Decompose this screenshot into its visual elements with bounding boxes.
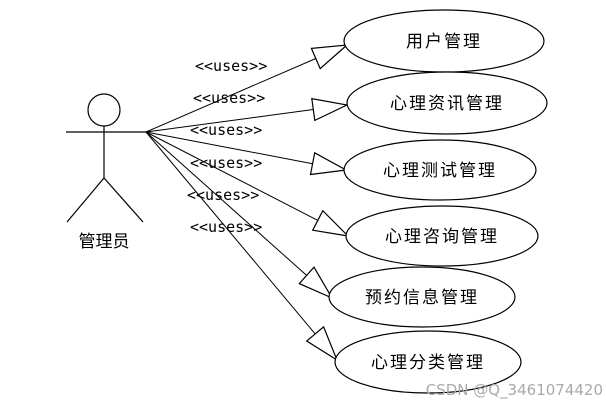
watermark: CSDN @Q_3461074420 xyxy=(426,381,603,400)
stereotype-label: <<uses>> xyxy=(187,186,259,204)
actor-figure xyxy=(66,93,146,223)
association-line-test-mgmt xyxy=(145,131,313,165)
arrowhead-category-mgmt xyxy=(305,325,339,362)
associations xyxy=(145,44,350,362)
use-case-label-user-mgmt: 用户管理 xyxy=(406,32,482,52)
arrowhead-info-mgmt xyxy=(311,97,349,122)
use-case-label-consult-mgmt: 心理咨询管理 xyxy=(385,227,499,247)
stereotype-labels: <<uses>> <<uses>> <<uses>> <<uses>> <<uses>>… xyxy=(187,57,267,236)
association-line-consult-mgmt xyxy=(145,131,319,221)
arrowhead-consult-mgmt xyxy=(311,209,350,237)
stereotype-label: <<uses>> xyxy=(190,218,262,236)
use-case-ellipse-info-mgmt[interactable] xyxy=(346,71,548,135)
actor-right-leg xyxy=(103,177,144,223)
arrowhead-booking-mgmt xyxy=(298,266,334,300)
use-case-label-booking-mgmt: 预约信息管理 xyxy=(365,288,479,308)
stereotype-label: <<uses>> xyxy=(193,89,265,107)
use-case-ellipse-test-mgmt[interactable] xyxy=(343,139,537,201)
use-case-label-info-mgmt: 心理资讯管理 xyxy=(390,94,504,114)
association-line-category-mgmt xyxy=(145,131,316,335)
use-case-ellipse-category-mgmt[interactable] xyxy=(334,330,522,394)
arrowhead-user-mgmt xyxy=(310,44,349,70)
stereotype-label: <<uses>> xyxy=(190,121,262,139)
arrowhead-test-mgmt xyxy=(309,151,348,176)
use-case-ellipse-booking-mgmt[interactable] xyxy=(328,266,516,328)
association-line-info-mgmt xyxy=(145,109,314,133)
use-case-ellipse-consult-mgmt[interactable] xyxy=(345,205,539,267)
actor-left-leg xyxy=(66,177,105,223)
association-line-booking-mgmt xyxy=(145,131,307,276)
use-case-label-category-mgmt: 心理分类管理 xyxy=(371,353,485,373)
association-line-user-mgmt xyxy=(145,58,316,133)
stereotype-label: <<uses>> xyxy=(190,154,262,172)
actor-label: 管理员 xyxy=(79,232,130,252)
actor-head xyxy=(87,93,121,127)
use-case-label-test-mgmt: 心理测试管理 xyxy=(383,161,497,181)
stereotype-label: <<uses>> xyxy=(195,57,267,75)
